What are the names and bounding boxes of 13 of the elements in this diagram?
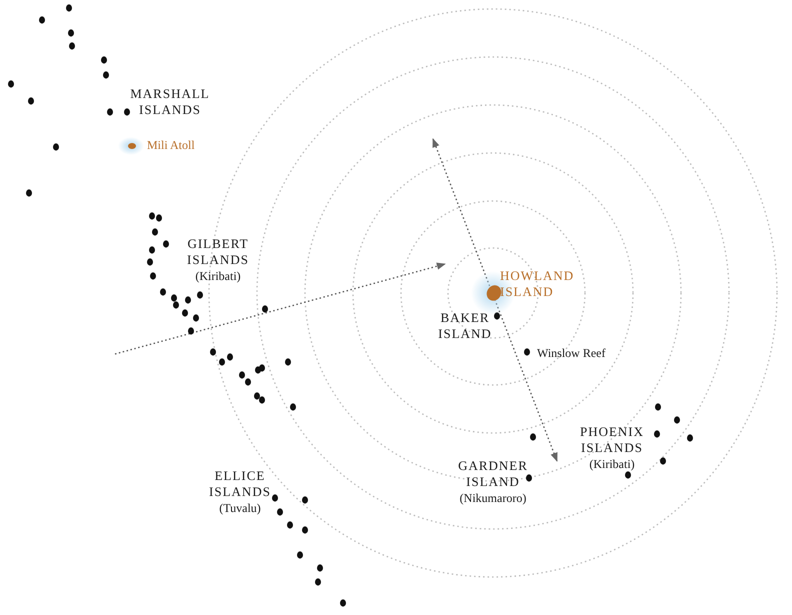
island-label: BAKER ISLAND: [437, 310, 493, 342]
island-label: GARDNER ISLAND: [457, 458, 529, 490]
region-label: ELLICE ISLANDS: [208, 468, 272, 500]
atoll-label: Mili Atoll: [147, 137, 196, 153]
country-label: (Tuvalu): [218, 500, 262, 516]
region-label: GILBERT ISLANDS: [186, 236, 250, 268]
reef-label: Winslow Reef: [537, 345, 607, 361]
alternate-name-label: (Nikumaroro): [458, 490, 528, 506]
island-label: HOWLAND ISLAND: [500, 268, 576, 300]
country-label: (Kiribati): [194, 268, 242, 284]
region-label: PHOENIX ISLANDS: [578, 424, 646, 456]
region-label: MARSHALL ISLANDS: [129, 86, 211, 118]
country-label: (Kiribati): [588, 456, 636, 472]
